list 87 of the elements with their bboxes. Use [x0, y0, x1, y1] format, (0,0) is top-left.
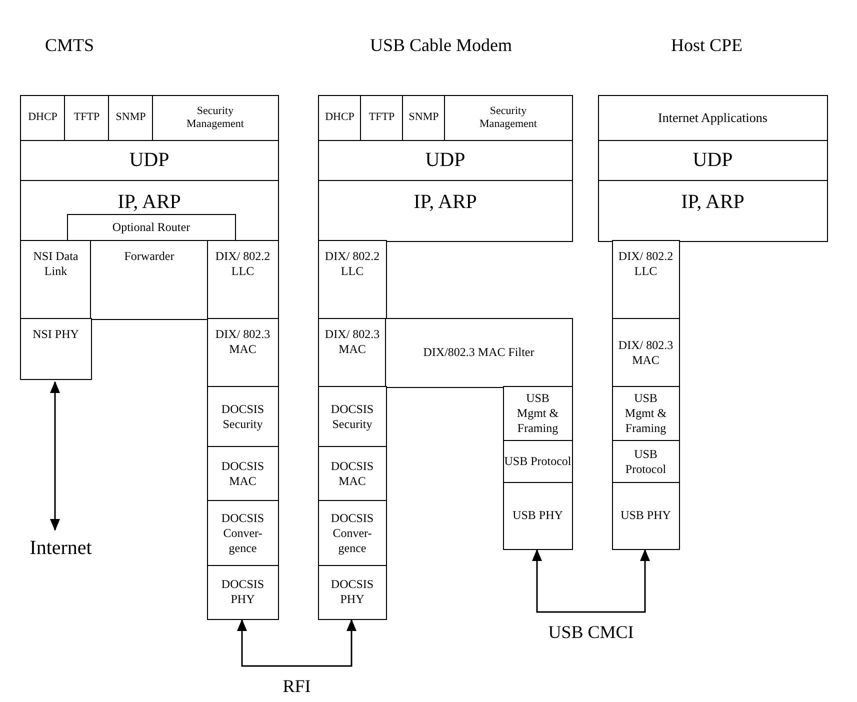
layer-label: TFTP	[368, 111, 395, 126]
protocol-layer-box	[318, 180, 572, 242]
layer-label: DIX/ 802.3 MAC	[214, 327, 272, 357]
layer-label: USB PHY	[512, 508, 563, 524]
layer-label: Security Management	[186, 104, 245, 132]
protocol-layer-box	[503, 440, 572, 484]
layer-label: TFTP	[74, 111, 100, 126]
protocol-layer-box	[90, 240, 208, 320]
protocol-layer-box	[20, 318, 92, 380]
protocol-layer-box	[207, 565, 278, 620]
protocol-layer-box	[598, 95, 828, 142]
double-arrow	[237, 619, 356, 667]
layer-label: USB Mgmt & Framing	[624, 391, 668, 436]
protocol-layer-box	[207, 446, 278, 502]
layer-label: DOCSIS Security	[220, 402, 266, 432]
protocol-layer-box	[207, 240, 278, 320]
layer-label: DOCSIS MAC	[220, 458, 266, 489]
layer-label: Forwarder	[124, 249, 174, 264]
protocol-layer-box	[318, 95, 362, 142]
protocol-layer-box	[20, 180, 278, 242]
protocol-layer-box	[20, 240, 92, 320]
layer-label: DOCSIS MAC	[330, 458, 375, 489]
layer-label: IP, ARP	[118, 190, 181, 215]
protocol-layer-box	[444, 95, 572, 142]
stack-title: CMTS	[45, 35, 94, 56]
protocol-layer-box	[318, 446, 386, 502]
protocol-layer-box	[318, 500, 386, 566]
layer-label: DOCSIS Conver-gence	[330, 510, 375, 556]
protocol-layer-box	[207, 318, 278, 388]
layer-label: IP, ARP	[681, 190, 744, 215]
protocol-layer-box	[612, 386, 680, 442]
protocol-layer-box	[503, 482, 572, 550]
protocol-layer-box	[612, 240, 680, 320]
protocol-layer-box	[612, 482, 680, 550]
stack-title: USB Cable Modem	[370, 35, 512, 56]
layer-label: DIX/ 802.2 LLC	[214, 249, 272, 279]
layer-label: DIX/ 802.2 LLC	[617, 249, 674, 279]
protocol-layer-box	[318, 240, 386, 320]
protocol-layer-box	[207, 500, 278, 566]
double-arrow	[50, 381, 60, 531]
layer-label: DOCSIS PHY	[330, 577, 375, 608]
layer-label: USB Protocol	[624, 446, 668, 477]
protocol-layer-box	[207, 386, 278, 448]
double-arrow	[532, 549, 650, 613]
layer-label: DIX/ 802.2 LLC	[324, 249, 381, 279]
layer-label: SNMP	[408, 111, 439, 126]
layer-label: DOCSIS Security	[330, 402, 375, 432]
layer-label: DOCSIS PHY	[220, 577, 266, 608]
layer-label: Security Management	[478, 104, 538, 132]
protocol-layer-box	[612, 440, 680, 484]
layer-label: DIX/ 802.3 MAC	[617, 338, 674, 368]
layer-label: UDP	[129, 148, 170, 174]
layer-label: DIX/802.3 MAC Filter	[423, 345, 534, 360]
layer-label: USB Protocol	[504, 454, 572, 470]
layer-label: UDP	[692, 148, 733, 174]
protocol-layer-box	[318, 565, 386, 620]
layer-label: Internet Applications	[658, 110, 768, 126]
layer-label: DOCSIS Conver-gence	[220, 510, 266, 556]
stack-title: Host CPE	[671, 35, 743, 56]
protocol-layer-box	[20, 140, 278, 182]
protocol-layer-box	[318, 318, 386, 388]
layer-label: USB PHY	[620, 508, 671, 524]
layer-label: USB Mgmt & Framing	[516, 391, 560, 436]
protocol-layer-box	[612, 318, 680, 388]
protocol-layer-box	[598, 140, 828, 182]
layer-label: DHCP	[28, 111, 58, 126]
layer-label: DIX/ 802.3 MAC	[324, 327, 381, 357]
protocol-layer-box	[598, 180, 828, 242]
internet-label: Internet	[30, 536, 92, 562]
protocol-layer-box	[402, 95, 446, 142]
protocol-layer-box	[503, 386, 572, 442]
protocol-layer-box	[108, 95, 154, 142]
protocol-layer-box	[360, 95, 404, 142]
layer-label: NSI Data Link	[32, 249, 80, 279]
protocol-layer-box	[64, 95, 110, 142]
layer-label: UDP	[425, 148, 466, 174]
layer-label: DHCP	[325, 111, 354, 126]
protocol-layer-box	[20, 95, 66, 142]
protocol-layer-box	[152, 95, 278, 142]
protocol-layer-box	[318, 386, 386, 448]
layer-label: Optional Router	[112, 220, 190, 235]
protocol-layer-box	[318, 140, 572, 182]
layer-label: SNMP	[116, 111, 146, 126]
layer-label: NSI PHY	[32, 327, 79, 342]
protocol-layer-box	[385, 318, 572, 388]
protocol-layer-box	[66, 214, 236, 241]
layer-label: IP, ARP	[414, 190, 477, 215]
